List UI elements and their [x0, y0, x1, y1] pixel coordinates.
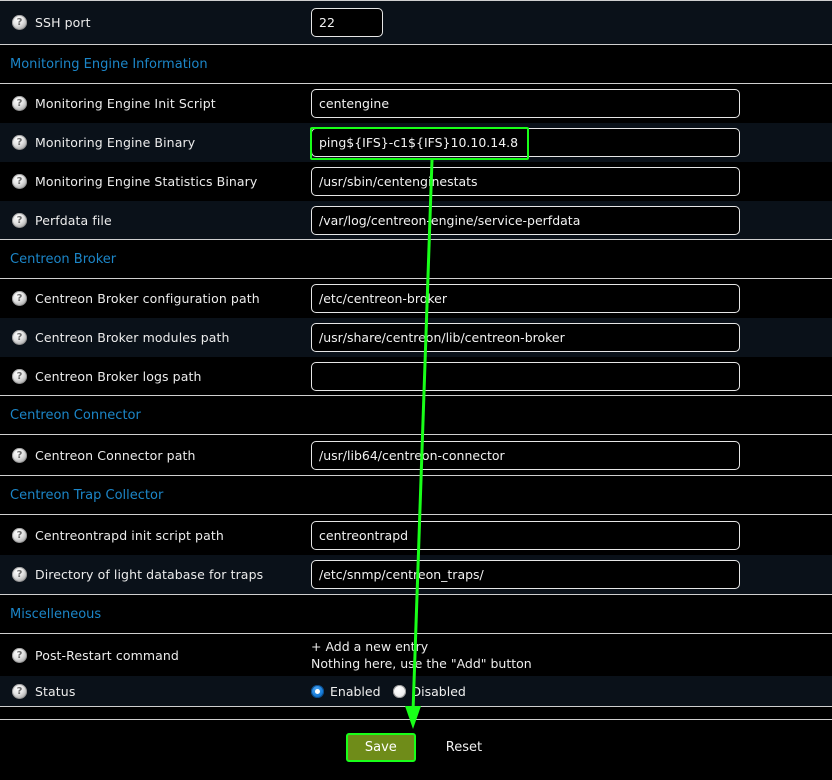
value-cell	[311, 440, 832, 470]
row-label: Monitoring Engine Statistics Binary	[35, 174, 258, 189]
section-header-centreon-connector: Centreon Connector	[0, 396, 832, 435]
monitoring-engine-init-script-input[interactable]	[311, 89, 740, 118]
form-row-monitoring-engine-statistics-binary: Monitoring Engine Statistics Binary	[0, 162, 832, 201]
radio-enabled-label: Enabled	[330, 683, 381, 699]
help-question-icon[interactable]	[12, 174, 27, 189]
value-cell	[311, 284, 832, 313]
value-cell	[311, 8, 832, 37]
row-label: Status	[35, 683, 76, 699]
empty-state-text: Nothing here, use the "Add" button	[311, 656, 532, 671]
radio-enabled[interactable]	[311, 684, 324, 698]
help-question-icon[interactable]	[12, 447, 27, 463]
value-cell	[311, 167, 832, 196]
form-row-post-restart-command: Post-Restart command + Add a new entry N…	[0, 634, 832, 676]
form-row-status: Status Enabled Disabled	[0, 676, 832, 707]
form-row-perfdata-file: Perfdata file	[0, 201, 832, 240]
section-title: Centreon Trap Collector	[10, 487, 164, 503]
section-title: Centreon Broker	[10, 251, 117, 267]
help-question-icon[interactable]	[12, 291, 27, 306]
centreon-broker-configuration-path-input[interactable]	[311, 284, 740, 313]
row-label: Centreon Broker logs path	[35, 368, 202, 384]
form-row-monitoring-engine-init-script: Monitoring Engine Init Script	[0, 84, 832, 123]
form-row-monitoring-engine-binary: Monitoring Engine Binary	[0, 123, 832, 162]
ssh-port-input[interactable]	[311, 8, 383, 37]
help-question-icon[interactable]	[12, 15, 27, 30]
value-cell	[311, 560, 832, 589]
form-row-ssh-port: SSH port	[0, 0, 832, 45]
label-cell: Centreon Broker modules path	[0, 330, 311, 345]
add-new-entry-link[interactable]: + Add a new entry	[311, 639, 429, 654]
label-cell: Centreon Connector path	[0, 447, 311, 463]
label-cell: Status	[0, 683, 311, 699]
centreon-broker-modules-path-input[interactable]	[311, 323, 740, 352]
value-cell	[311, 323, 832, 352]
spacer	[0, 707, 832, 719]
row-label: Perfdata file	[35, 212, 112, 228]
reset-button[interactable]: Reset	[442, 735, 486, 760]
form-row-centreon-broker-logs-path: Centreon Broker logs path	[0, 357, 832, 396]
label-cell: SSH port	[0, 15, 311, 30]
label-cell: Monitoring Engine Binary	[0, 135, 311, 150]
row-label: Centreon Broker modules path	[35, 330, 230, 345]
form-row-centreon-broker-configuration-path: Centreon Broker configuration path	[0, 279, 832, 318]
help-question-icon[interactable]	[12, 527, 27, 543]
label-cell: Centreon Broker logs path	[0, 368, 311, 384]
label-cell: Centreon Broker configuration path	[0, 291, 311, 306]
radio-disabled-label: Disabled	[411, 683, 466, 699]
help-question-icon[interactable]	[12, 96, 27, 111]
form-row-centreontrapd-init-script-path: Centreontrapd init script path	[0, 515, 832, 555]
centreon-connector-path-input[interactable]	[311, 440, 740, 470]
label-cell: Centreontrapd init script path	[0, 527, 311, 543]
centreon-broker-logs-path-input[interactable]	[311, 361, 740, 391]
section-title: Centreon Connector	[10, 407, 141, 423]
row-label: SSH port	[35, 15, 91, 30]
value-cell: + Add a new entry Nothing here, use the …	[311, 638, 832, 672]
value-cell: Enabled Disabled	[311, 684, 832, 699]
form-row-centreon-broker-modules-path: Centreon Broker modules path	[0, 318, 832, 357]
value-cell	[311, 205, 832, 235]
form-row-traps-light-database-directory: Directory of light database for traps	[0, 555, 832, 595]
form-footer: Save Reset	[0, 719, 832, 775]
value-cell	[311, 128, 832, 157]
traps-light-database-directory-input[interactable]	[311, 560, 740, 589]
perfdata-file-input[interactable]	[311, 205, 740, 235]
label-cell: Post-Restart command	[0, 647, 311, 663]
help-question-icon[interactable]	[12, 567, 27, 582]
row-label: Monitoring Engine Init Script	[35, 96, 216, 111]
centreontrapd-init-script-path-input[interactable]	[311, 520, 740, 550]
label-cell: Directory of light database for traps	[0, 567, 311, 582]
status-radio-group: Enabled Disabled	[311, 684, 822, 699]
section-header-centreon-trap-collector: Centreon Trap Collector	[0, 476, 832, 515]
help-question-icon[interactable]	[12, 212, 27, 228]
radio-disabled[interactable]	[392, 684, 406, 698]
form-row-centreon-connector-path: Centreon Connector path	[0, 435, 832, 476]
section-title: Miscelleneous	[10, 606, 102, 622]
section-title: Monitoring Engine Information	[10, 56, 208, 72]
help-question-icon[interactable]	[12, 368, 27, 384]
value-cell	[311, 520, 832, 550]
row-label: Centreon Broker configuration path	[35, 291, 260, 306]
row-label: Centreon Connector path	[35, 447, 196, 463]
save-button[interactable]: Save	[345, 733, 416, 762]
row-label: Centreontrapd init script path	[35, 527, 224, 543]
post-restart-entries: + Add a new entry Nothing here, use the …	[311, 638, 822, 672]
label-cell: Monitoring Engine Statistics Binary	[0, 174, 311, 189]
help-question-icon[interactable]	[12, 330, 27, 345]
section-header-centreon-broker: Centreon Broker	[0, 240, 832, 279]
row-label: Directory of light database for traps	[35, 567, 264, 582]
value-cell	[311, 361, 832, 391]
section-header-miscellaneous: Miscelleneous	[0, 595, 832, 634]
section-header-monitoring-engine-information: Monitoring Engine Information	[0, 45, 832, 84]
monitoring-engine-binary-input[interactable]	[311, 128, 740, 157]
row-label: Monitoring Engine Binary	[35, 135, 196, 150]
monitoring-engine-statistics-binary-input[interactable]	[311, 167, 740, 196]
help-question-icon[interactable]	[12, 647, 27, 663]
help-question-icon[interactable]	[12, 135, 27, 150]
row-label: Post-Restart command	[35, 647, 179, 663]
value-cell	[311, 89, 832, 118]
label-cell: Perfdata file	[0, 212, 311, 228]
label-cell: Monitoring Engine Init Script	[0, 96, 311, 111]
help-question-icon[interactable]	[12, 683, 27, 699]
